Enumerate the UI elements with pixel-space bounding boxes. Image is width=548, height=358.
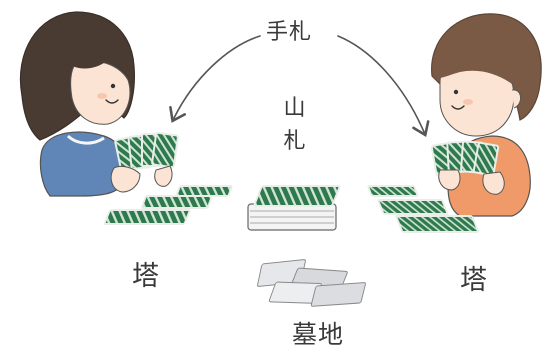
arrow-to-right-player xyxy=(337,35,430,137)
deck-stack xyxy=(247,185,341,231)
left-player-hand-right xyxy=(154,165,173,187)
left-player-hand xyxy=(110,165,141,193)
right-player-eye xyxy=(453,89,459,95)
left-player-smile xyxy=(105,99,119,104)
left-player-hand-cards xyxy=(114,131,179,173)
label-deck-line2: 札 xyxy=(283,129,307,154)
right-player-hand xyxy=(438,169,461,191)
arrow-to-left-player xyxy=(169,35,261,123)
right-player-smile xyxy=(451,105,465,110)
left-player-collar xyxy=(66,134,105,145)
label-tower-left: 塔 xyxy=(132,261,160,292)
label-deck-line1: 山 xyxy=(283,96,307,121)
right-player-bangs xyxy=(438,52,512,84)
left-player-bangs xyxy=(70,33,130,69)
right-tower-cards xyxy=(367,185,480,233)
right-player-hand-right xyxy=(482,171,505,195)
left-tower-cards xyxy=(103,185,233,225)
left-player xyxy=(19,11,179,197)
left-player-cheek xyxy=(97,93,107,99)
label-deck: 山 札 xyxy=(280,92,310,158)
left-player-face xyxy=(70,60,131,125)
right-player-cheek xyxy=(463,99,473,105)
left-player-eye xyxy=(110,83,116,89)
graveyard-cards xyxy=(257,259,366,307)
right-player-ear xyxy=(511,89,521,109)
label-graveyard: 墓地 xyxy=(292,320,345,349)
right-player xyxy=(430,13,542,217)
label-hand: 手札 xyxy=(266,20,313,45)
label-tower-right: 塔 xyxy=(460,265,488,296)
